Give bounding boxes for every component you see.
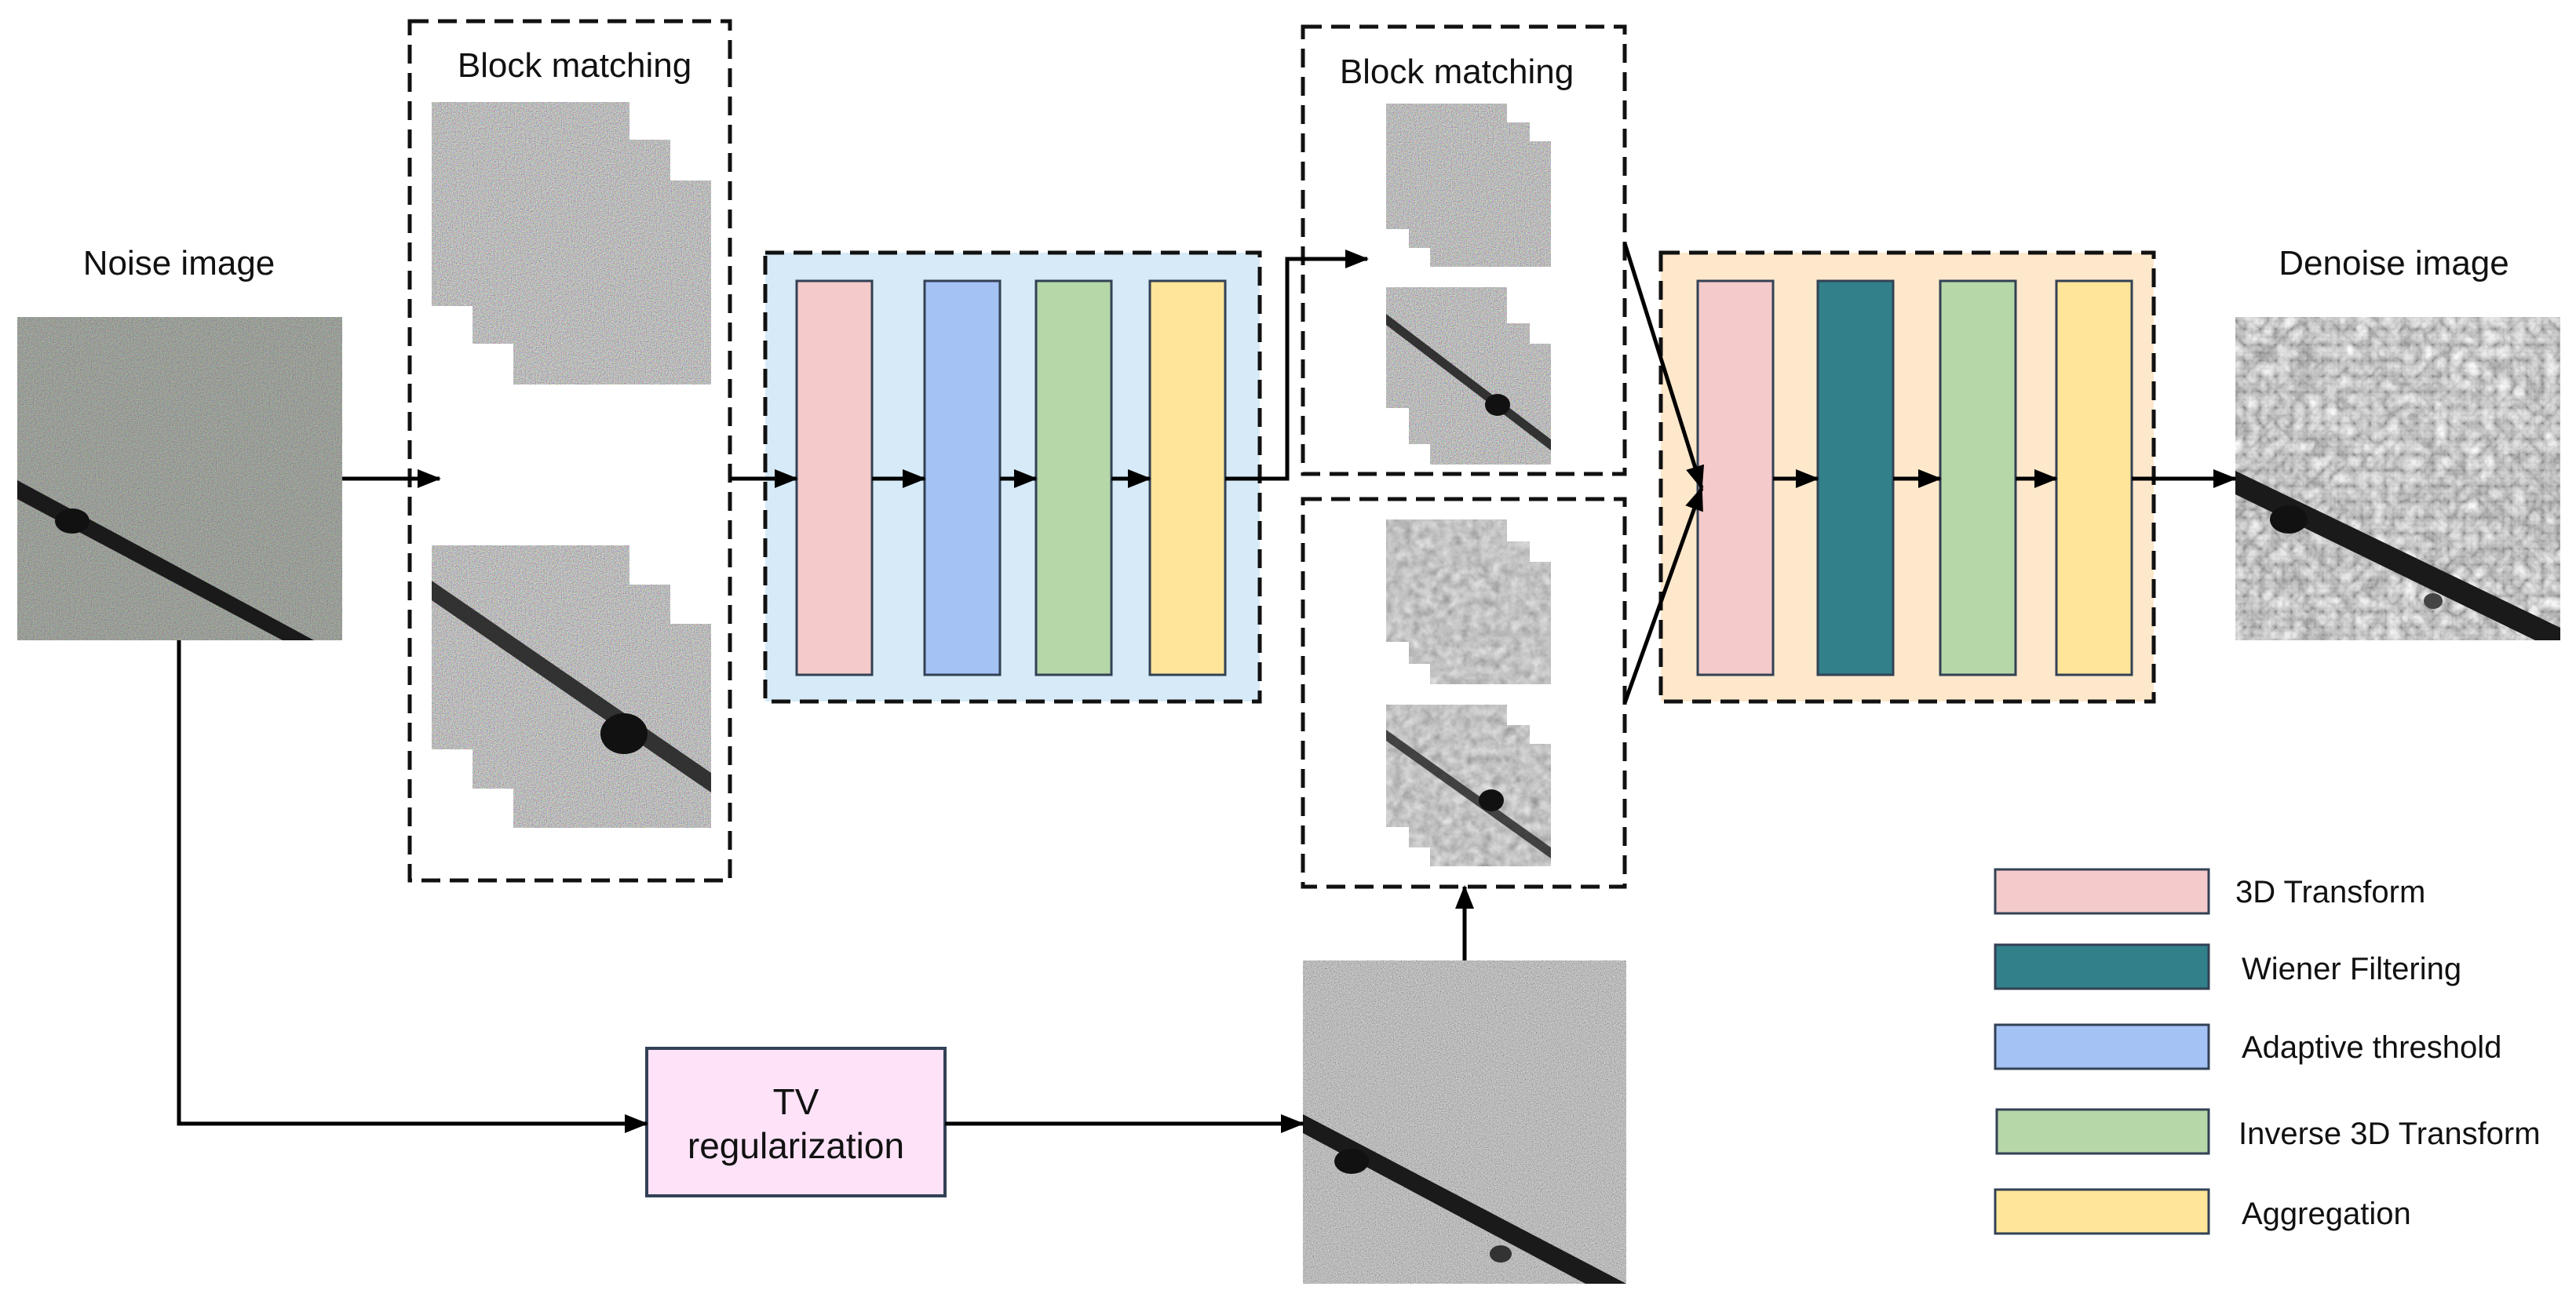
gray-patch-box — [1301, 497, 1627, 889]
color-patch-stack-upper — [1386, 104, 1551, 267]
block-matching-box-1 — [407, 19, 732, 883]
legend-item-3d-transform: 3D Transform — [1994, 868, 2425, 915]
stage1-3d-transform-block — [795, 279, 874, 676]
legend-item-inverse-3d-transform: Inverse 3D Transform — [1995, 1108, 2541, 1155]
stage1-inverse-3d-transform-block — [1034, 279, 1113, 676]
legend-item-wiener-filtering: Wiener Filtering — [1994, 943, 2461, 990]
legend-swatch — [1994, 1188, 2210, 1235]
legend-label: Wiener Filtering — [2242, 952, 2461, 986]
stage2-wiener-filtering-block — [1816, 279, 1895, 676]
stage2-3d-transform-block — [1696, 279, 1775, 676]
color-patch-stack-bottom — [432, 545, 711, 828]
legend-item-aggregation: Aggregation — [1994, 1188, 2411, 1235]
legend-swatch — [1994, 1023, 2210, 1070]
legend-label: Adaptive threshold — [2242, 1030, 2501, 1065]
gray-patch-stack-lower — [1386, 705, 1551, 866]
tv-regularization-box — [645, 1047, 947, 1197]
denoise-image — [2235, 317, 2560, 640]
tv-regularization-label-line2: regularization — [688, 1125, 904, 1166]
noise-image — [17, 317, 342, 640]
noise-image-label: Noise image — [83, 244, 275, 282]
legend-label: Inverse 3D Transform — [2238, 1117, 2541, 1151]
gray-patch-stack-upper — [1386, 519, 1551, 684]
legend-item-adaptive-threshold: Adaptive threshold — [1994, 1023, 2501, 1070]
legend-swatch — [1994, 868, 2210, 915]
legend-swatch — [1994, 943, 2210, 990]
color-patch-stack-lower — [1386, 287, 1551, 465]
legend-label: Aggregation — [2242, 1197, 2411, 1231]
legend-label: 3D Transform — [2235, 875, 2425, 909]
color-patch-stack-top — [432, 102, 711, 384]
connectors — [177, 242, 2237, 1133]
stage1-aggregation-block — [1148, 279, 1227, 676]
tv-output-image — [1303, 960, 1626, 1284]
tv-regularization-label-line1: TV — [773, 1081, 819, 1122]
stage1-adaptive-threshold-block — [923, 279, 1002, 676]
block-matching-box-2 — [1301, 24, 1627, 476]
block-matching-label-2: Block matching — [1340, 53, 1574, 91]
legend: 3D Transform Wiener Filtering Adaptive t… — [1994, 868, 2541, 1235]
denoise-image-label: Denoise image — [2279, 244, 2509, 282]
block-matching-label-1: Block matching — [458, 46, 691, 85]
legend-swatch — [1995, 1108, 2210, 1155]
stage2-aggregation-block — [2055, 279, 2133, 676]
stage2-inverse-3d-transform-block — [1939, 279, 2017, 676]
